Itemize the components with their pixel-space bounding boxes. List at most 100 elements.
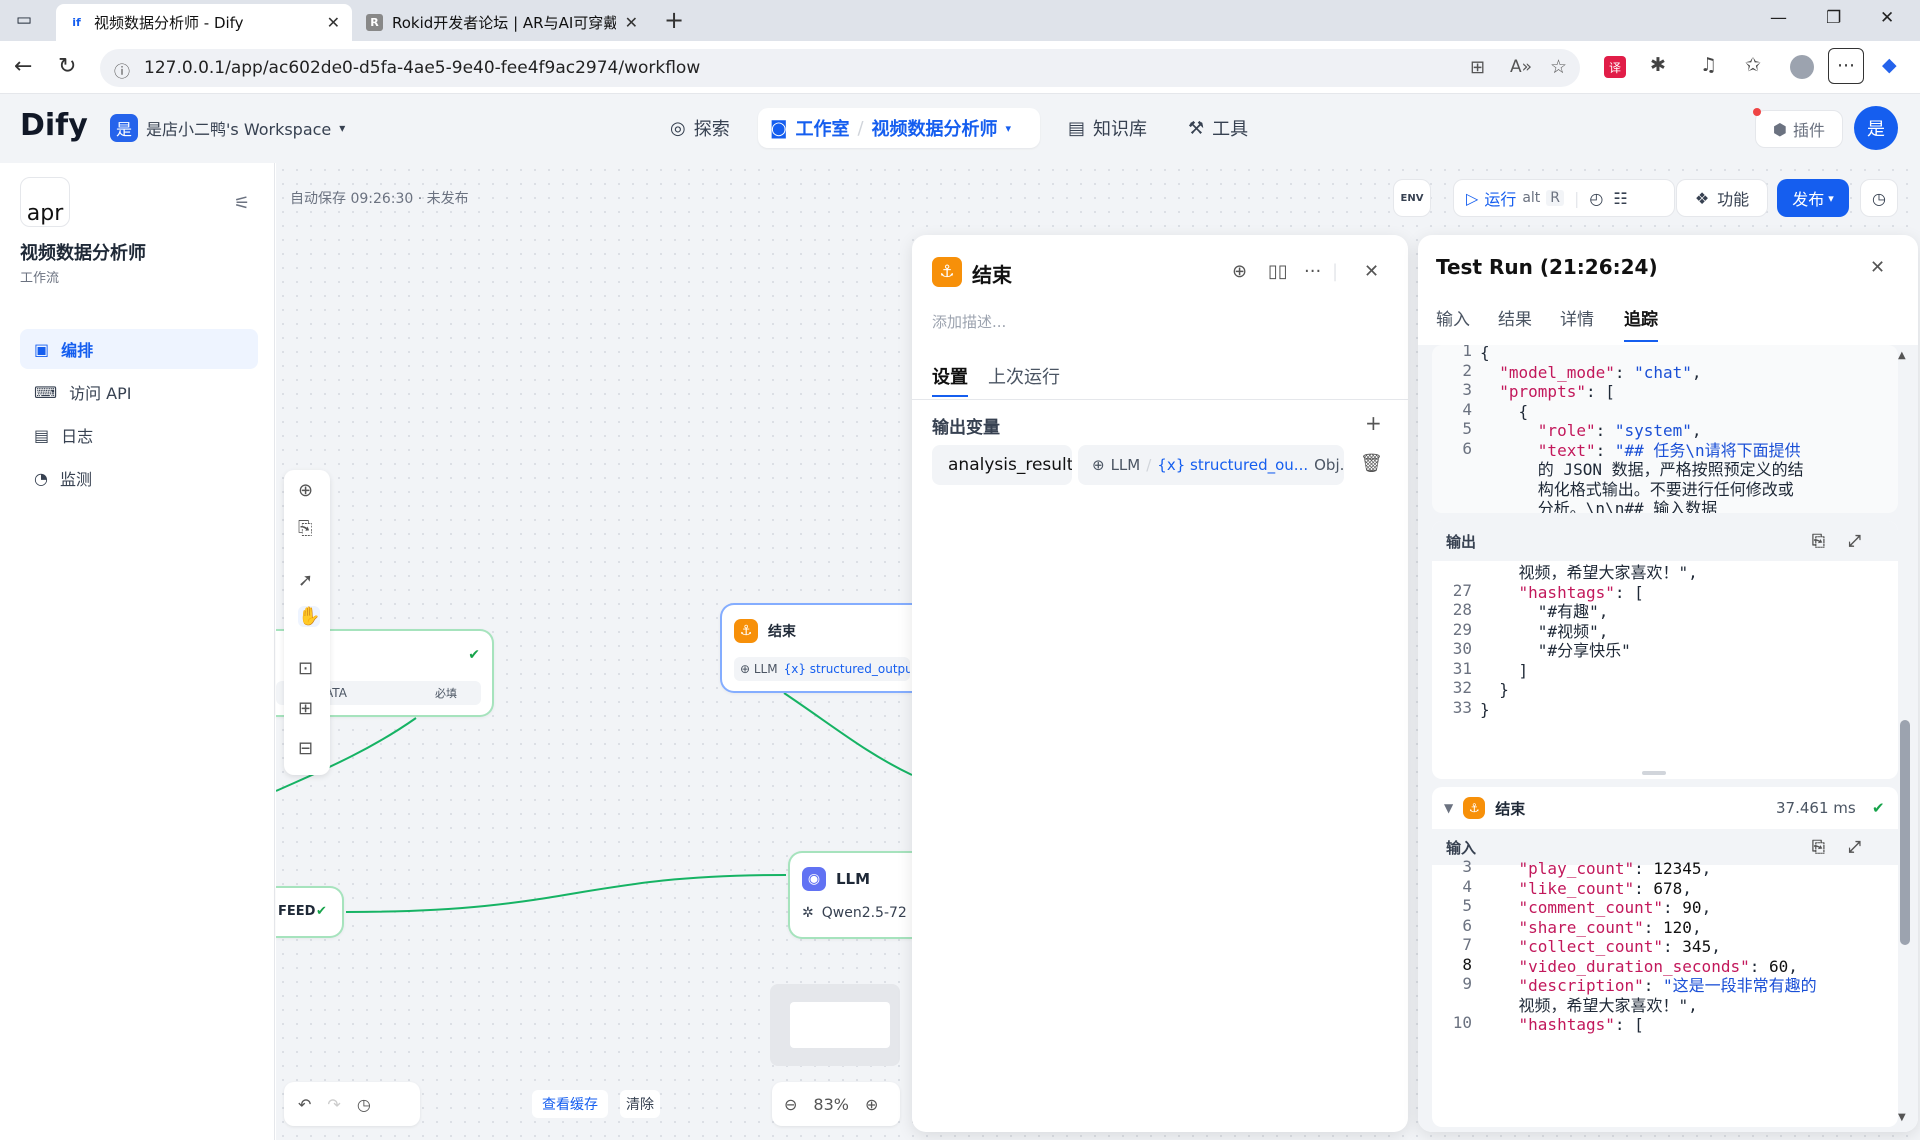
reload-icon[interactable]: ↻	[58, 54, 77, 79]
add-variable-icon[interactable]: +	[1365, 411, 1382, 435]
close-tab-icon[interactable]: ✕	[624, 13, 638, 32]
extensions-icon[interactable]: ✱	[1650, 54, 1666, 76]
workspace-switcher[interactable]: 是 是店小二鸭's Workspace ▾	[110, 114, 345, 142]
dify-logo[interactable]: Dify	[20, 108, 88, 143]
panel-title[interactable]: 结束	[972, 263, 1012, 287]
locate-icon[interactable]: ⊕	[1232, 261, 1248, 282]
sidebar-item-monitoring[interactable]: ◔ 监测	[20, 458, 258, 498]
redo-icon[interactable]: ↷	[327, 1094, 341, 1114]
tab-result[interactable]: 结果	[1498, 305, 1532, 330]
line-number: 1	[1462, 345, 1472, 360]
description-input[interactable]: 添加描述...	[932, 313, 1007, 331]
browser-tab-active[interactable]: if 视频数据分析师 - Dify ✕	[56, 4, 352, 41]
sidebar-item-orchestrate[interactable]: ▣ 编排	[20, 329, 258, 369]
add-note-icon[interactable]: ⎘	[298, 518, 313, 539]
undo-icon[interactable]: ↶	[298, 1094, 312, 1114]
line-number: 4	[1462, 399, 1472, 419]
close-icon[interactable]: ✕	[1364, 261, 1380, 282]
zoom-out-icon[interactable]: ⊖	[784, 1094, 798, 1114]
scroll-down-icon[interactable]: ▼	[1898, 1112, 1906, 1123]
more-menu-icon[interactable]: ···	[1828, 48, 1864, 84]
publish-button[interactable]: 发布 ▾	[1777, 179, 1849, 217]
collapse-sidebar-icon[interactable]: ⚟	[234, 193, 251, 214]
tab-last-run[interactable]: 上次运行	[988, 363, 1060, 389]
nav-explore[interactable]: ◎ 探索	[658, 108, 742, 148]
clear-button[interactable]: 清除	[620, 1090, 660, 1118]
new-tab-icon[interactable]: +	[664, 6, 685, 34]
copy-icon[interactable]: ⎘	[1812, 837, 1825, 856]
history-icon[interactable]: ◷	[356, 1094, 371, 1114]
view-cache-button[interactable]: 查看缓存	[532, 1090, 608, 1118]
site-info-icon[interactable]: ⓘ	[114, 62, 131, 81]
nav-tools[interactable]: ⚒ 工具	[1176, 108, 1260, 148]
end-node-trace-header[interactable]: ▼ ⚓ 结束 37.461 ms ✔	[1432, 787, 1898, 829]
scrollbar-thumb[interactable]	[1900, 720, 1910, 945]
zoom-level[interactable]: 83%	[813, 1094, 849, 1114]
sidebar-item-logs[interactable]: ▤ 日志	[20, 415, 258, 455]
run-button[interactable]: ▷ 运行 alt R	[1466, 186, 1565, 210]
close-icon[interactable]: ✕	[1870, 257, 1886, 278]
expand-icon[interactable]: ⤢	[1848, 837, 1861, 856]
close-tab-icon[interactable]: ✕	[326, 13, 340, 32]
back-icon[interactable]: ←	[14, 54, 33, 79]
pointer-icon[interactable]: ➚	[298, 570, 314, 591]
variable-name-input[interactable]: analysis_result	[932, 445, 1072, 485]
node-title: LLM	[836, 870, 871, 888]
extension-translate-icon[interactable]: 译	[1604, 56, 1626, 78]
read-aloud-icon[interactable]: A»	[1510, 57, 1533, 77]
more-icon[interactable]: ···	[1304, 261, 1322, 282]
code-lines: 视频，希望大家喜欢！",27 "hashtags": [28 "#有趣",29 …	[1432, 561, 1898, 719]
add-node-icon[interactable]: ⊕	[298, 480, 314, 501]
minimize-icon[interactable]: —	[1770, 8, 1787, 28]
sidebar-toggle-icon[interactable]: ▭	[16, 10, 33, 30]
avatar[interactable]: 是	[1854, 106, 1898, 150]
tab-trace[interactable]: 追踪	[1624, 305, 1658, 342]
scroll-up-icon[interactable]: ▲	[1898, 350, 1906, 361]
line-number: 31	[1452, 658, 1472, 678]
expand-icon[interactable]: ⤢	[1848, 531, 1861, 550]
checklist-icon[interactable]: ☷	[1613, 188, 1628, 208]
end-node-trace: ▼ ⚓ 结束 37.461 ms ✔ 输入 ⎘ ⤢ 3 "play_count"…	[1432, 787, 1898, 1127]
sidebar-item-api[interactable]: ⌨ 访问 API	[20, 372, 258, 412]
end-node[interactable]: ⚓ 结束 ⊕ LLM {x} structured_output	[720, 603, 912, 693]
llm-node[interactable]: ◉ LLM ✲ Qwen2.5-72	[788, 851, 912, 939]
features-button[interactable]: ❖ 功能	[1676, 179, 1768, 217]
minimap[interactable]	[770, 984, 900, 1066]
app-type: 工作流	[20, 271, 60, 286]
browser-tab[interactable]: R Rokid开发者论坛 | AR与AI可穿戴… ✕	[354, 4, 650, 41]
resize-handle[interactable]	[1642, 771, 1666, 775]
copy-icon[interactable]: ⎘	[1812, 531, 1825, 550]
version-history-button[interactable]: ◷	[1860, 179, 1898, 217]
zoom-in-icon[interactable]: ⊕	[864, 1094, 879, 1114]
nav-studio[interactable]: ◙ 工作室 / 视频数据分析师 ▾	[758, 108, 1040, 148]
url-input[interactable]: ⓘ 127.0.0.1/app/ac602de0-d5fa-4ae5-9e40-…	[100, 49, 1580, 87]
trash-icon[interactable]: 🗑	[1360, 453, 1383, 474]
nav-knowledge[interactable]: ▤ 知识库	[1056, 108, 1159, 148]
plugins-button[interactable]: ⬢ 插件	[1753, 108, 1843, 148]
favorite-star-icon[interactable]: ☆	[1550, 56, 1568, 78]
window-close-icon[interactable]: ✕	[1880, 8, 1895, 28]
env-button[interactable]: ENV	[1393, 179, 1431, 217]
favorites-icon[interactable]: ✩	[1745, 54, 1761, 76]
variable-value-selector[interactable]: ⊕ LLM / {x} structured_ou... Obj...	[1078, 445, 1344, 485]
trace-scrollbar[interactable]: ▲ ▼	[1898, 350, 1912, 1132]
copilot-icon[interactable]: ◆	[1882, 54, 1897, 76]
app-available-icon[interactable]: ⊞	[1470, 57, 1486, 78]
profile-icon[interactable]	[1790, 55, 1814, 79]
workflow-edges	[276, 692, 913, 913]
code-lines: 1{2 "model_mode": "chat",3 "prompts": [4…	[1432, 345, 1898, 513]
media-icon[interactable]: ♫	[1700, 54, 1718, 76]
current-app-name[interactable]: 视频数据分析师	[871, 119, 998, 140]
organize-nodes-icon[interactable]: ⊞	[298, 698, 314, 719]
tab-settings[interactable]: 设置	[932, 363, 968, 389]
docs-icon[interactable]: ▯▯	[1268, 261, 1288, 282]
hand-icon[interactable]: ✋	[298, 606, 321, 627]
checklist-history-icon[interactable]: ◴	[1589, 188, 1604, 208]
restore-icon[interactable]: ❐	[1826, 8, 1842, 28]
feed-node[interactable]: FEED ✔	[276, 886, 344, 938]
minimap-toggle-icon[interactable]: ⊟	[298, 738, 314, 759]
tab-input[interactable]: 输入	[1436, 305, 1470, 330]
tab-label: 结果	[1498, 310, 1532, 330]
tab-detail[interactable]: 详情	[1560, 305, 1594, 330]
export-image-icon[interactable]: ⊡	[298, 658, 314, 679]
